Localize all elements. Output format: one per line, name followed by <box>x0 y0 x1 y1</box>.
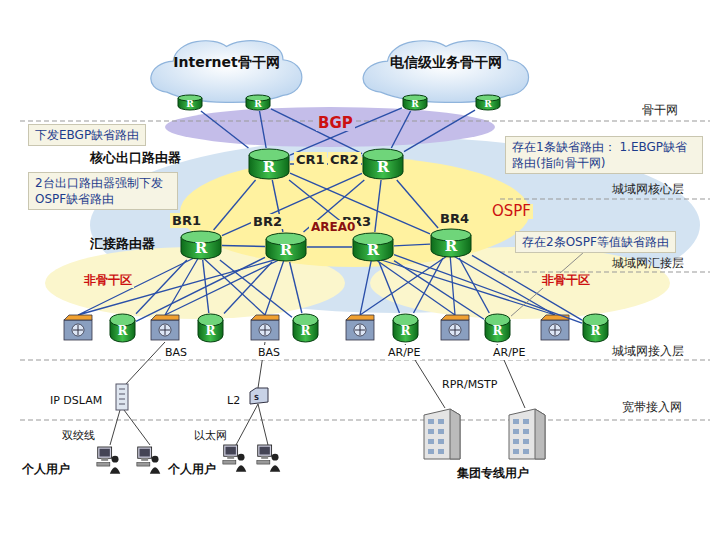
network-link <box>136 260 187 314</box>
backbone-router: R <box>475 94 501 111</box>
layer-label: 核心出口路由器 <box>88 150 183 165</box>
router-letter: R <box>402 94 428 111</box>
svg-text:S: S <box>254 394 259 402</box>
layer-label: OSPF <box>490 204 533 219</box>
callout-text: 下发EBGP缺省路由 <box>35 127 139 143</box>
layer-label: 双绞线 <box>60 428 97 443</box>
router-icon: CR1R <box>248 148 290 180</box>
router-letter: R <box>362 148 404 180</box>
router-letter: R <box>177 94 203 111</box>
network-link <box>404 110 475 152</box>
layer-label: BAS <box>256 345 282 360</box>
layer-label: 城域网汇接层 <box>610 256 686 271</box>
network-link <box>290 262 302 313</box>
router-letter: R <box>265 232 307 262</box>
callout-box: 存在2条OSPF等值缺省路由 <box>515 231 676 253</box>
callout-text: 2台出口路由器强制下发OSPF缺省路由 <box>35 175 171 207</box>
router-name: CR1 <box>294 152 327 167</box>
router-letter: R <box>475 94 501 111</box>
backbone-router: R <box>245 94 271 111</box>
layer-label: L2 <box>225 393 242 408</box>
router-letter: R <box>109 313 136 343</box>
router-name: BR2 <box>251 214 284 229</box>
layer-label: RPR/MSTP <box>440 377 499 392</box>
network-link <box>394 244 430 246</box>
cloud-title: 电信级业务骨干网 <box>360 54 532 72</box>
network-link <box>414 258 443 313</box>
network-link <box>394 261 484 320</box>
router-icon: BR2R <box>265 232 307 262</box>
layer-label: 集团专线用户 <box>455 466 531 481</box>
layer-label: 个人用户 <box>166 462 218 477</box>
network-link <box>224 262 272 314</box>
cloud-title: Internet骨干网 <box>148 54 305 72</box>
layer-label: 非骨干区 <box>82 273 134 288</box>
cloud-network: Internet骨干网 R R <box>148 36 305 114</box>
access-router: R <box>392 313 419 343</box>
router-letter: R <box>430 228 472 258</box>
layer-label: 以太网 <box>192 428 229 443</box>
router-letter: R <box>582 313 609 343</box>
network-link <box>220 260 292 317</box>
router-letter: R <box>484 313 511 343</box>
layer-label: 城域网接入层 <box>610 344 686 359</box>
router-icon: BR4R <box>430 228 472 258</box>
access-router: R <box>197 313 224 343</box>
layer-label: 骨干网 <box>640 103 680 118</box>
callout-box: 下发EBGP缺省路由 <box>28 124 146 146</box>
callout-text: 存在1条缺省路由： 1.EBGP缺省路由(指向骨干网) <box>512 139 696 171</box>
layer-label: IP DSLAM <box>48 393 104 408</box>
callout-box: 2台出口路由器强制下发OSPF缺省路由 <box>28 172 178 210</box>
access-router: R <box>484 313 511 343</box>
router-icon: CR2R <box>362 148 404 180</box>
access-router: R <box>582 313 609 343</box>
access-router: R <box>292 313 319 343</box>
router-name: BR1 <box>170 213 203 228</box>
router-letter: R <box>352 232 394 262</box>
router-letter: R <box>248 148 290 180</box>
access-router: R <box>109 313 136 343</box>
layer-label: 非骨干区 <box>540 273 592 288</box>
router-letter: R <box>292 313 319 343</box>
shape-outline <box>360 36 532 114</box>
network-link <box>459 258 489 313</box>
network-link <box>214 180 256 230</box>
callout-text: 存在2条OSPF等值缺省路由 <box>522 234 669 250</box>
layer-label: 宽带接入网 <box>620 400 684 415</box>
layer-label: AR/PE <box>491 345 527 360</box>
shape-outline <box>148 36 305 114</box>
layer-label: AR/PE <box>386 345 422 360</box>
layer-label: AREA0 <box>309 220 357 235</box>
network-link <box>201 111 249 148</box>
callout-box: 存在1条缺省路由： 1.EBGP缺省路由(指向骨干网) <box>505 136 703 174</box>
network-link <box>394 255 582 323</box>
network-link <box>222 173 362 235</box>
router-letter: R <box>197 313 224 343</box>
router-letter: R <box>392 313 419 343</box>
backbone-router: R <box>177 94 203 111</box>
backbone-router: R <box>402 94 428 111</box>
router-icon: BR3R <box>352 232 394 262</box>
layer-label: BGP <box>316 116 355 131</box>
layer-label: BAS <box>163 345 189 360</box>
network-link <box>391 111 410 148</box>
router-icon: BR1R <box>180 230 222 260</box>
network-link <box>397 180 438 228</box>
router-letter: R <box>245 94 271 111</box>
router-letter: R <box>180 230 222 260</box>
router-name: CR2 <box>328 152 361 167</box>
network-link <box>290 108 402 155</box>
router-name: BR4 <box>438 211 471 226</box>
layer-label: 城域网核心层 <box>610 182 686 197</box>
network-link <box>379 262 399 313</box>
network-link <box>222 245 265 246</box>
network-link <box>375 180 381 232</box>
network-link <box>260 111 267 148</box>
layer-label: 汇接路由器 <box>88 236 157 251</box>
layer-label: 个人用户 <box>20 462 72 477</box>
cloud-network: 电信级业务骨干网 R R <box>360 36 532 114</box>
network-link <box>307 246 352 247</box>
